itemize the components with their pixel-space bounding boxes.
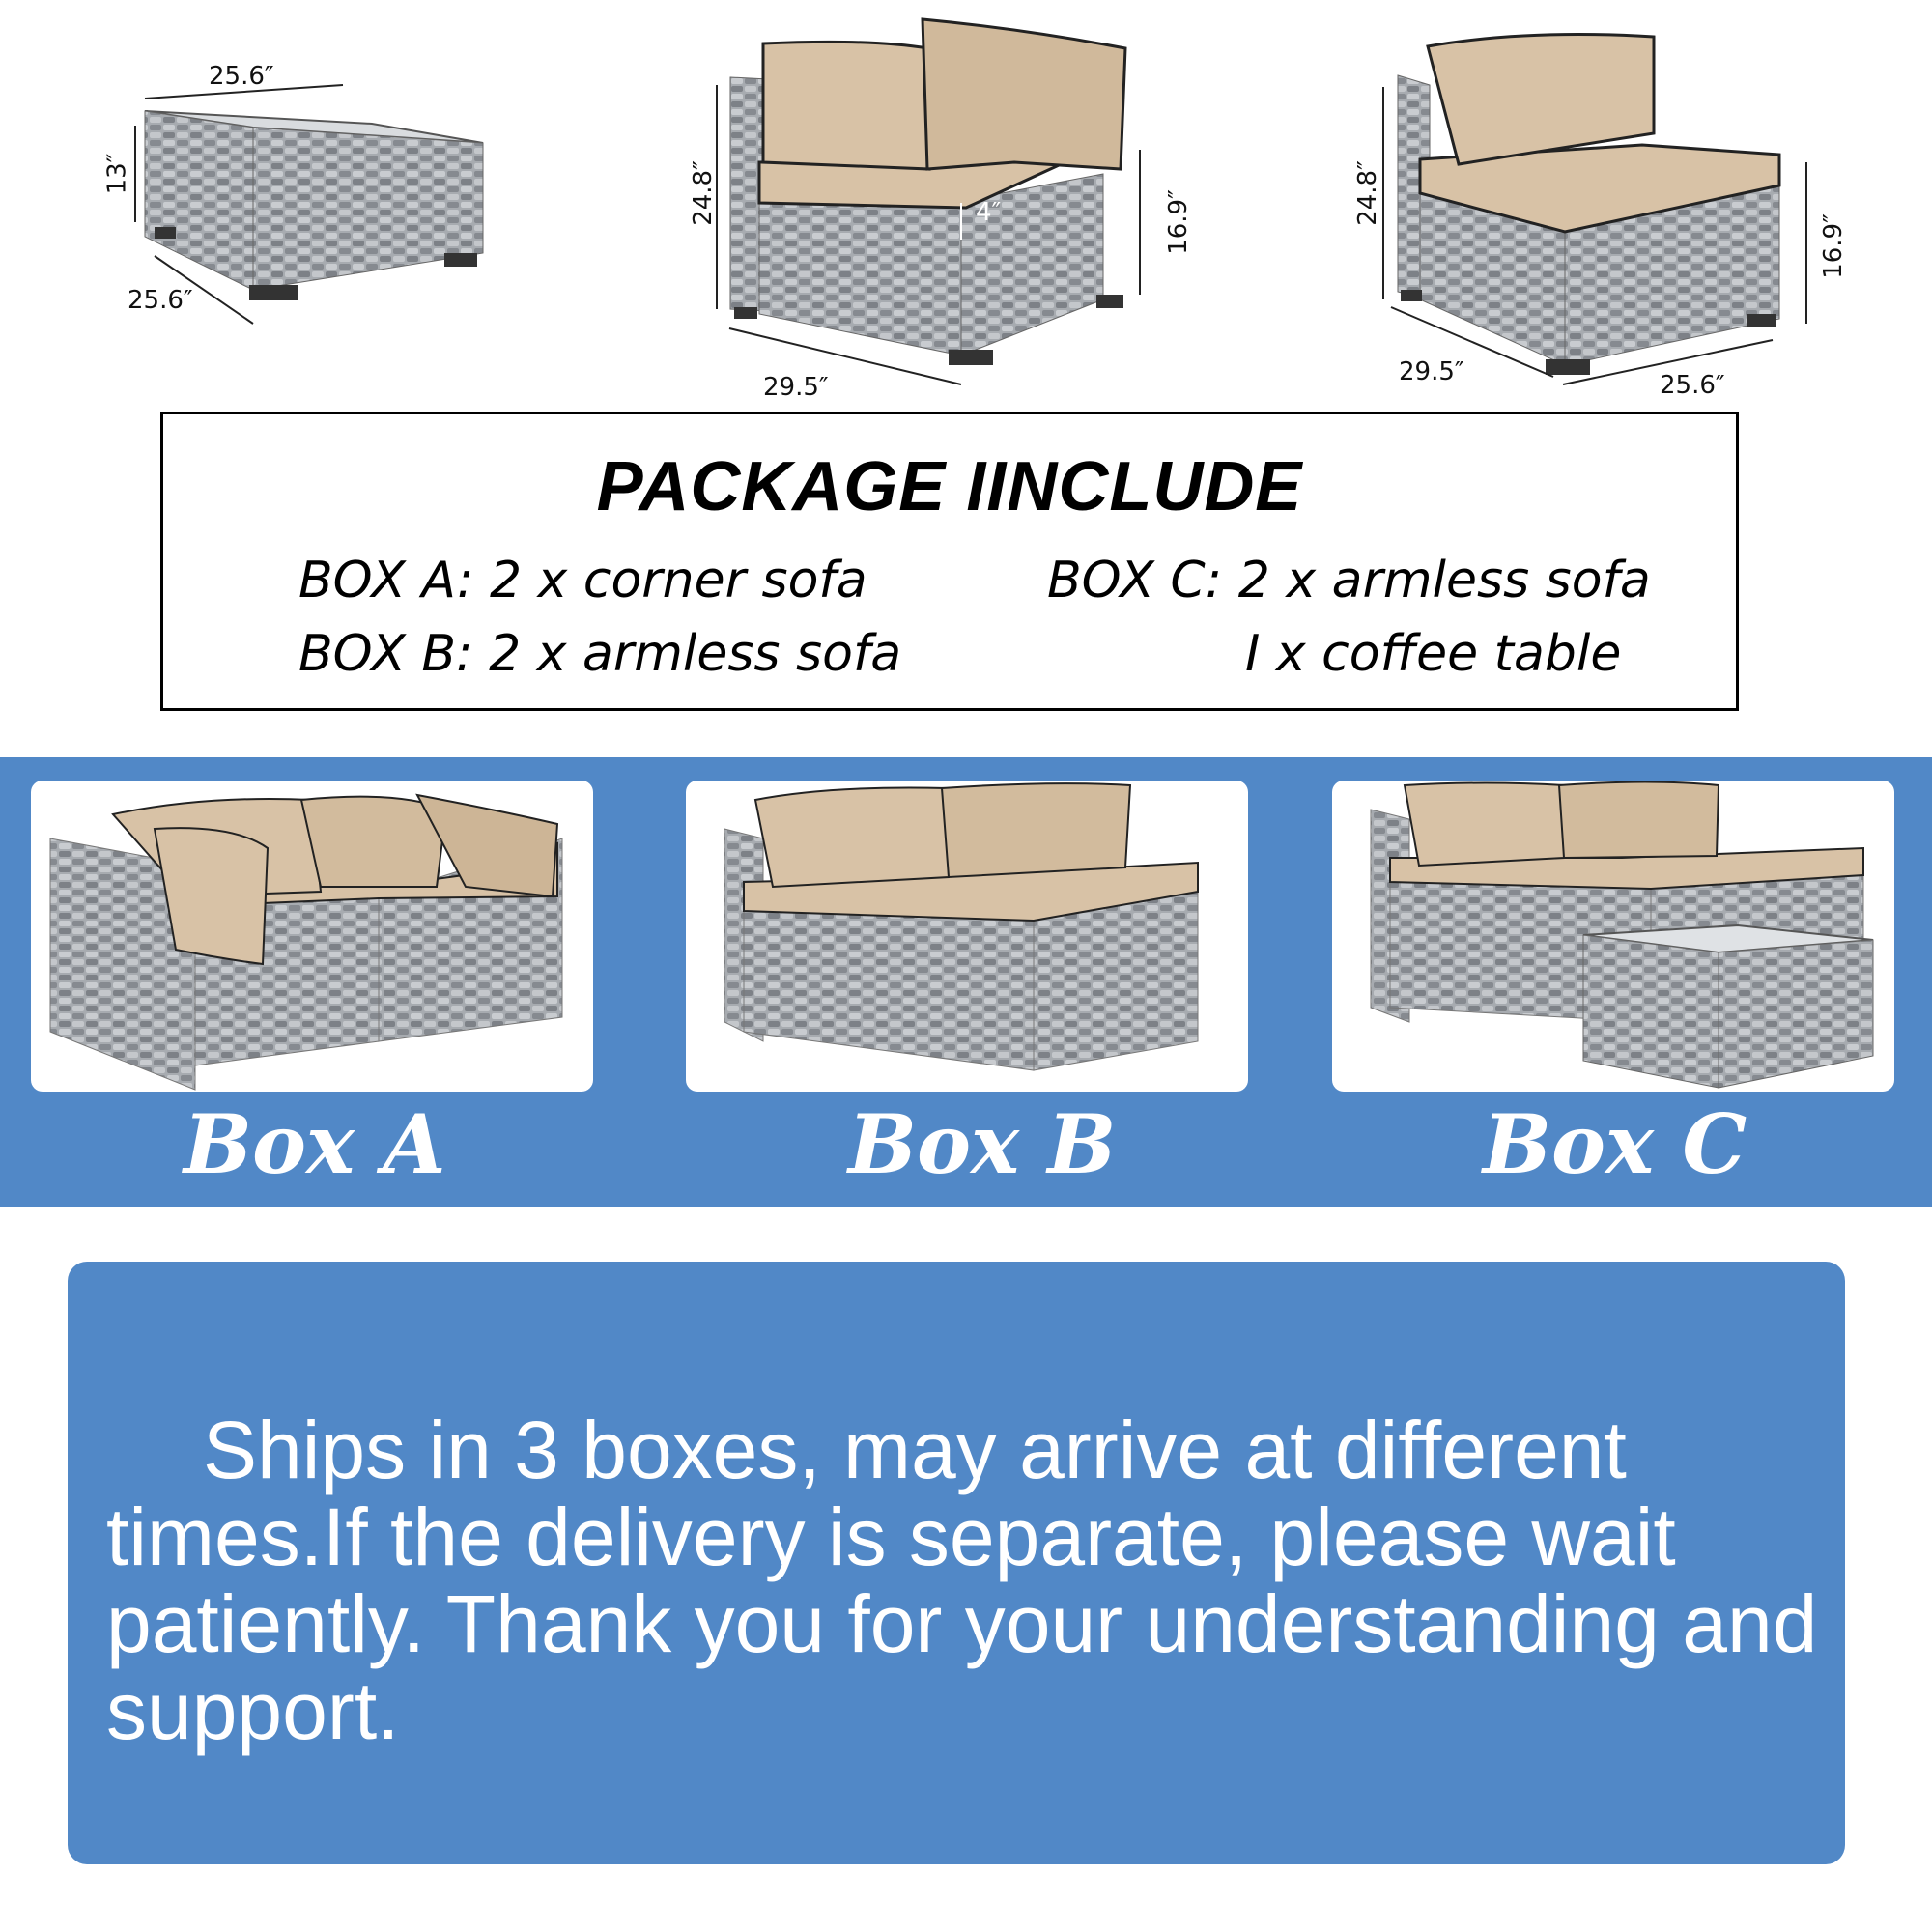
corner-sofa-height-label: 24.8″ xyxy=(688,160,718,226)
package-box-c: BOX C: 2 x armless sofa xyxy=(1047,552,1651,610)
corner-sofa-width-label: 29.5″ xyxy=(763,373,829,402)
dimension-drawings xyxy=(134,17,1807,385)
box-b-photo xyxy=(686,781,1248,1092)
coffee-table-drawing xyxy=(134,84,484,325)
package-box-a: BOX A: 2 x corner sofa xyxy=(298,552,867,610)
armless-sofa-seat-height-label: 16.9″ xyxy=(1818,213,1848,279)
corner-sofa-seat-height-label: 16.9″ xyxy=(1163,189,1193,255)
package-box-b: BOX B: 2 x armless sofa xyxy=(298,625,902,683)
table-height-label: 13″ xyxy=(102,153,132,195)
armless-sofa-height-label: 24.8″ xyxy=(1352,160,1382,226)
box-c-label: Box C xyxy=(1483,1096,1747,1192)
armless-sofa-width-label: 25.6″ xyxy=(1660,371,1725,400)
box-a-label: Box A xyxy=(184,1096,446,1192)
package-include-panel: PACKAGE IINCLUDE BOX A: 2 x corner sofa … xyxy=(160,412,1739,711)
box-c-photo xyxy=(1332,781,1894,1092)
armless-sofa-depth-label: 29.5″ xyxy=(1399,357,1464,386)
shipping-note-panel: Ships in 3 boxes, may arrive at differen… xyxy=(68,1262,1845,1864)
armless-sofa-drawing xyxy=(1382,33,1807,385)
package-title: PACKAGE IINCLUDE xyxy=(596,448,1303,526)
box-a-photo xyxy=(31,781,593,1092)
corner-sofa-drawing xyxy=(716,17,1141,385)
package-box-c-extra: I x coffee table xyxy=(1245,625,1622,683)
box-b-label: Box B xyxy=(848,1096,1117,1192)
table-width-label: 25.6″ xyxy=(209,62,274,91)
corner-sofa-cushion-label: 4″ xyxy=(976,198,1002,227)
table-depth-label: 25.6″ xyxy=(128,286,193,315)
shipping-note-text: Ships in 3 boxes, may arrive at differen… xyxy=(106,1405,1818,1756)
